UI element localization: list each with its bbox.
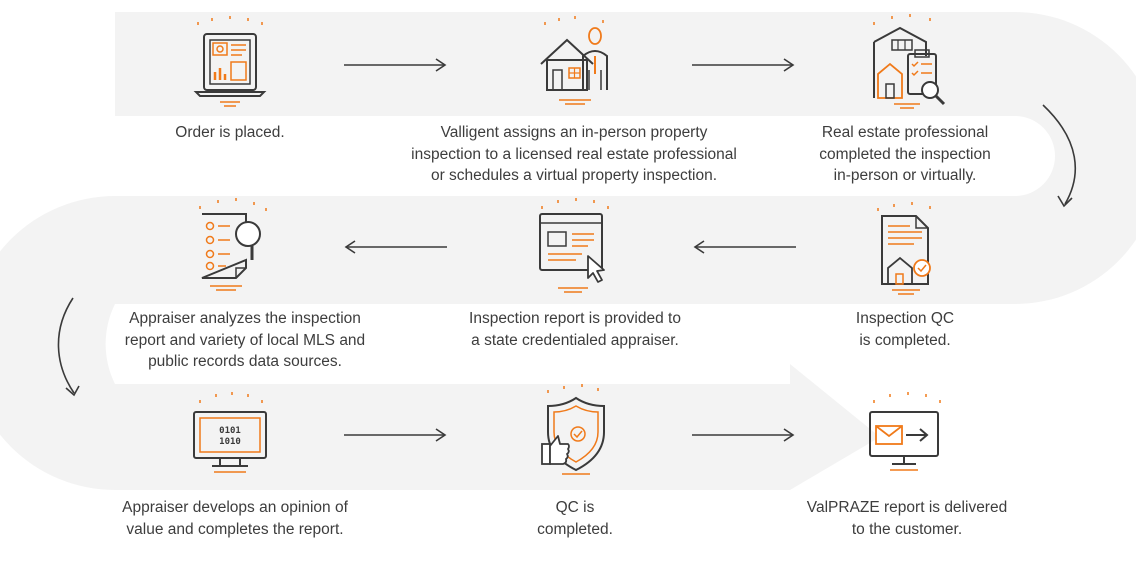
- step-3-line-1: Real estate professional: [821, 124, 989, 141]
- arrow-right-1: [344, 58, 447, 72]
- arrow-right-4: [692, 428, 795, 442]
- step-4-line-2: is completed.: [859, 331, 951, 349]
- arrow-left-1: [693, 240, 796, 254]
- house-person-icon: [540, 16, 608, 105]
- step-6-line-1: Appraiser analyzes the inspection: [129, 310, 361, 327]
- monitor-binary-icon: 0101 1010: [193, 392, 267, 473]
- svg-text:1010: 1010: [219, 437, 241, 447]
- monitor-email-icon: [869, 392, 941, 471]
- step-1-caption: Order is placed.: [130, 122, 330, 144]
- step-7-line-2: value and completes the report.: [126, 520, 344, 538]
- step-5-caption: Inspection report is provided to a state…: [425, 308, 725, 351]
- step-7-line-1: Appraiser develops an opinion of: [122, 499, 348, 516]
- arrow-right-2: [692, 58, 795, 72]
- step-2-line-3: or schedules a virtual property inspecti…: [430, 167, 718, 184]
- step-8-caption: QC is completed.: [500, 497, 650, 540]
- step-3-line-2: completed the inspection: [819, 145, 991, 163]
- step-1-line-1: Order is placed.: [175, 124, 285, 141]
- step-2-caption: Valligent assigns an in-person property …: [392, 122, 756, 187]
- svg-text:0101: 0101: [219, 426, 241, 436]
- step-7-caption: Appraiser develops an opinion of value a…: [95, 497, 375, 540]
- checklist-magnifier-icon: [199, 198, 267, 291]
- step-6-line-3: public records data sources.: [148, 353, 342, 370]
- browser-cursor-icon: [539, 198, 609, 293]
- step-3-line-3: in-person or virtually.: [833, 167, 977, 184]
- step-5-line-1: Inspection report is provided to: [469, 310, 681, 327]
- step-2-line-1: Valligent assigns an in-person property: [440, 124, 708, 141]
- building-checklist-icon: [873, 14, 946, 109]
- shield-thumbsup-icon: [541, 384, 605, 475]
- arrow-right-3: [344, 428, 447, 442]
- step-2-line-2: inspection to a licensed real estate pro…: [411, 145, 737, 163]
- laptop-chart-icon: [193, 16, 267, 107]
- step-6-line-2: report and variety of local MLS and: [124, 331, 366, 349]
- step-9-caption: ValPRAZE report is delivered to the cust…: [780, 497, 1034, 540]
- step-8-line-1: QC is: [555, 499, 595, 516]
- step-9-line-2: to the customer.: [851, 520, 963, 538]
- step-5-line-2: a state credentialed appraiser.: [471, 331, 679, 349]
- step-4-line-1: Inspection QC: [855, 310, 955, 327]
- arrow-left-2: [344, 240, 447, 254]
- document-house-badge-icon: [877, 202, 931, 295]
- step-3-caption: Real estate professional completed the i…: [790, 122, 1020, 187]
- step-8-line-2: completed.: [537, 520, 613, 538]
- step-9-line-1: ValPRAZE report is delivered: [806, 499, 1008, 516]
- step-4-caption: Inspection QC is completed.: [800, 308, 1010, 351]
- step-6-caption: Appraiser analyzes the inspection report…: [100, 308, 390, 373]
